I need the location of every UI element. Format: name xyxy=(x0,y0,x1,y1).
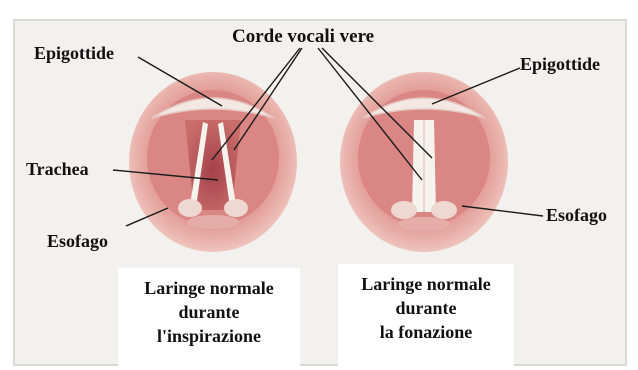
caption-inspiration-line-2: durante xyxy=(118,300,300,324)
label-esophagus-left: Esofago xyxy=(47,232,108,250)
left-arytenoid-a xyxy=(178,199,202,217)
label-epiglottis-right: Epigottide xyxy=(520,55,600,73)
left-posterior-wall xyxy=(187,215,239,229)
label-epiglottis-left: Epigottide xyxy=(34,44,114,62)
caption-phonation-line-3: la fonazione xyxy=(338,320,514,344)
right-posterior-wall xyxy=(398,217,450,231)
larynx-phonation xyxy=(340,72,508,252)
label-esophagus-right: Esofago xyxy=(546,206,607,224)
caption-phonation-line-2: durante xyxy=(338,296,514,320)
caption-inspiration-line-3: l'inspirazione xyxy=(118,324,300,348)
label-true-vocal-cords: Corde vocali vere xyxy=(232,27,374,46)
larynx-inspiration xyxy=(129,72,297,252)
caption-phonation-line-1: Laringe normale xyxy=(338,272,514,296)
right-arytenoid-b xyxy=(431,201,457,219)
caption-inspiration-line-1: Laringe normale xyxy=(118,276,300,300)
label-trachea: Trachea xyxy=(26,160,89,178)
left-arytenoid-b xyxy=(224,199,248,217)
right-arytenoid-a xyxy=(391,201,417,219)
caption-inspiration: Laringe normale durante l'inspirazione xyxy=(118,268,300,366)
caption-phonation: Laringe normale durante la fonazione xyxy=(338,264,514,366)
